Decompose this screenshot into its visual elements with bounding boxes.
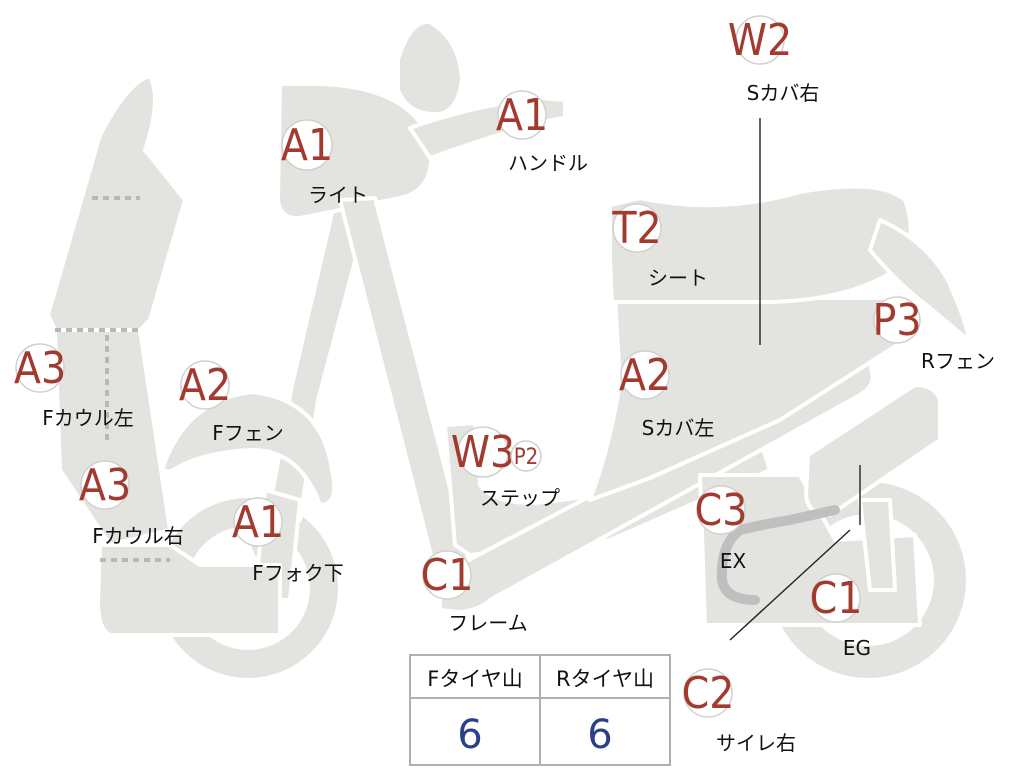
badge-circle: [683, 668, 733, 718]
front-tire-header: Fタイヤ山: [427, 667, 522, 691]
badge-circle: [873, 296, 921, 344]
leader-silencer: [729, 529, 851, 641]
tire-tread-table: Fタイヤ山 Rタイヤ山 6 6: [409, 654, 671, 766]
damage-code: A2: [179, 360, 231, 411]
damage-code: W2: [728, 15, 792, 66]
badge-circle: [497, 90, 547, 140]
mirror: [396, 19, 464, 117]
part-label: Fフォク下: [252, 561, 344, 585]
badge-circle: [735, 15, 785, 65]
part-label: Sカバ左: [642, 416, 715, 440]
part-label: ハンドル: [508, 151, 588, 175]
damage-code: A1: [281, 120, 333, 171]
marker-seat: T2 シート: [611, 203, 708, 290]
rear-shock: [858, 498, 897, 592]
damage-code: C2: [682, 668, 735, 719]
headlight-body: [276, 82, 434, 221]
badge-circle: [811, 573, 861, 623]
part-label: サイレ右: [716, 731, 796, 755]
part-label: Sカバ右: [747, 81, 820, 105]
badge-circle: [281, 119, 333, 171]
part-label: Rフェン: [921, 349, 995, 373]
engine-block: [698, 473, 922, 627]
part-label: EG: [843, 636, 871, 660]
marker-frame: C1 フレーム: [421, 550, 528, 635]
damage-code: P3: [872, 295, 921, 346]
marker-handle: A1 ハンドル: [496, 90, 588, 175]
frame-tube: [338, 196, 472, 592]
front-tire-value: 6: [457, 712, 482, 758]
badge-circle: [422, 550, 472, 600]
badge-circle: [80, 460, 130, 510]
rear-fender: [868, 218, 971, 342]
part-label: ライト: [308, 183, 368, 207]
damage-code: W3: [451, 427, 515, 478]
damage-code: A1: [232, 497, 284, 548]
part-label: Fカウル左: [42, 406, 134, 430]
badge-circle: [15, 343, 65, 393]
front-fender: [160, 390, 337, 507]
damage-code: A2: [619, 350, 671, 401]
badge-circle-secondary: [510, 440, 542, 472]
damage-code: T2: [611, 203, 661, 254]
marker-light: A1 ライト: [281, 119, 368, 207]
badge-circle: [696, 485, 746, 535]
damage-code: A3: [14, 343, 66, 394]
part-label: Fフェン: [212, 421, 284, 445]
part-label: EX: [720, 549, 747, 573]
badge-circle: [233, 497, 283, 547]
marker-silencer-right: C2 サイレ右: [682, 668, 796, 755]
part-label: フレーム: [448, 611, 527, 635]
part-label: Fカウル右: [92, 524, 184, 548]
badge-circle: [620, 350, 670, 400]
badge-circle: [612, 203, 662, 253]
badge-circle: [457, 426, 509, 478]
badge-circle: [180, 360, 230, 410]
part-label: シート: [648, 266, 708, 290]
muffler: [804, 383, 942, 517]
rear-tire-value: 6: [587, 712, 612, 758]
front-cowl-upper: [46, 74, 187, 332]
damage-code: C3: [695, 485, 748, 536]
part-label: ステップ: [480, 486, 560, 510]
front-cowl-middle: [53, 328, 172, 547]
leader-lines: [729, 118, 861, 641]
damage-markers: A1ハンドルA1ライトW2Sカバ右T2シートP3RフェンA3Fカウル左A2Fフェ…: [14, 15, 995, 755]
scooter-silhouette: [46, 19, 971, 682]
rear-tire-header: Rタイヤ山: [556, 667, 654, 691]
damage-code-secondary: P2: [514, 445, 539, 470]
damage-code: A3: [79, 460, 131, 511]
damage-code: C1: [810, 573, 863, 624]
front-cowl-lower: [96, 543, 282, 637]
exhaust-pipe: [716, 505, 840, 605]
damage-code: A1: [496, 90, 548, 141]
damage-code: C1: [421, 550, 474, 601]
